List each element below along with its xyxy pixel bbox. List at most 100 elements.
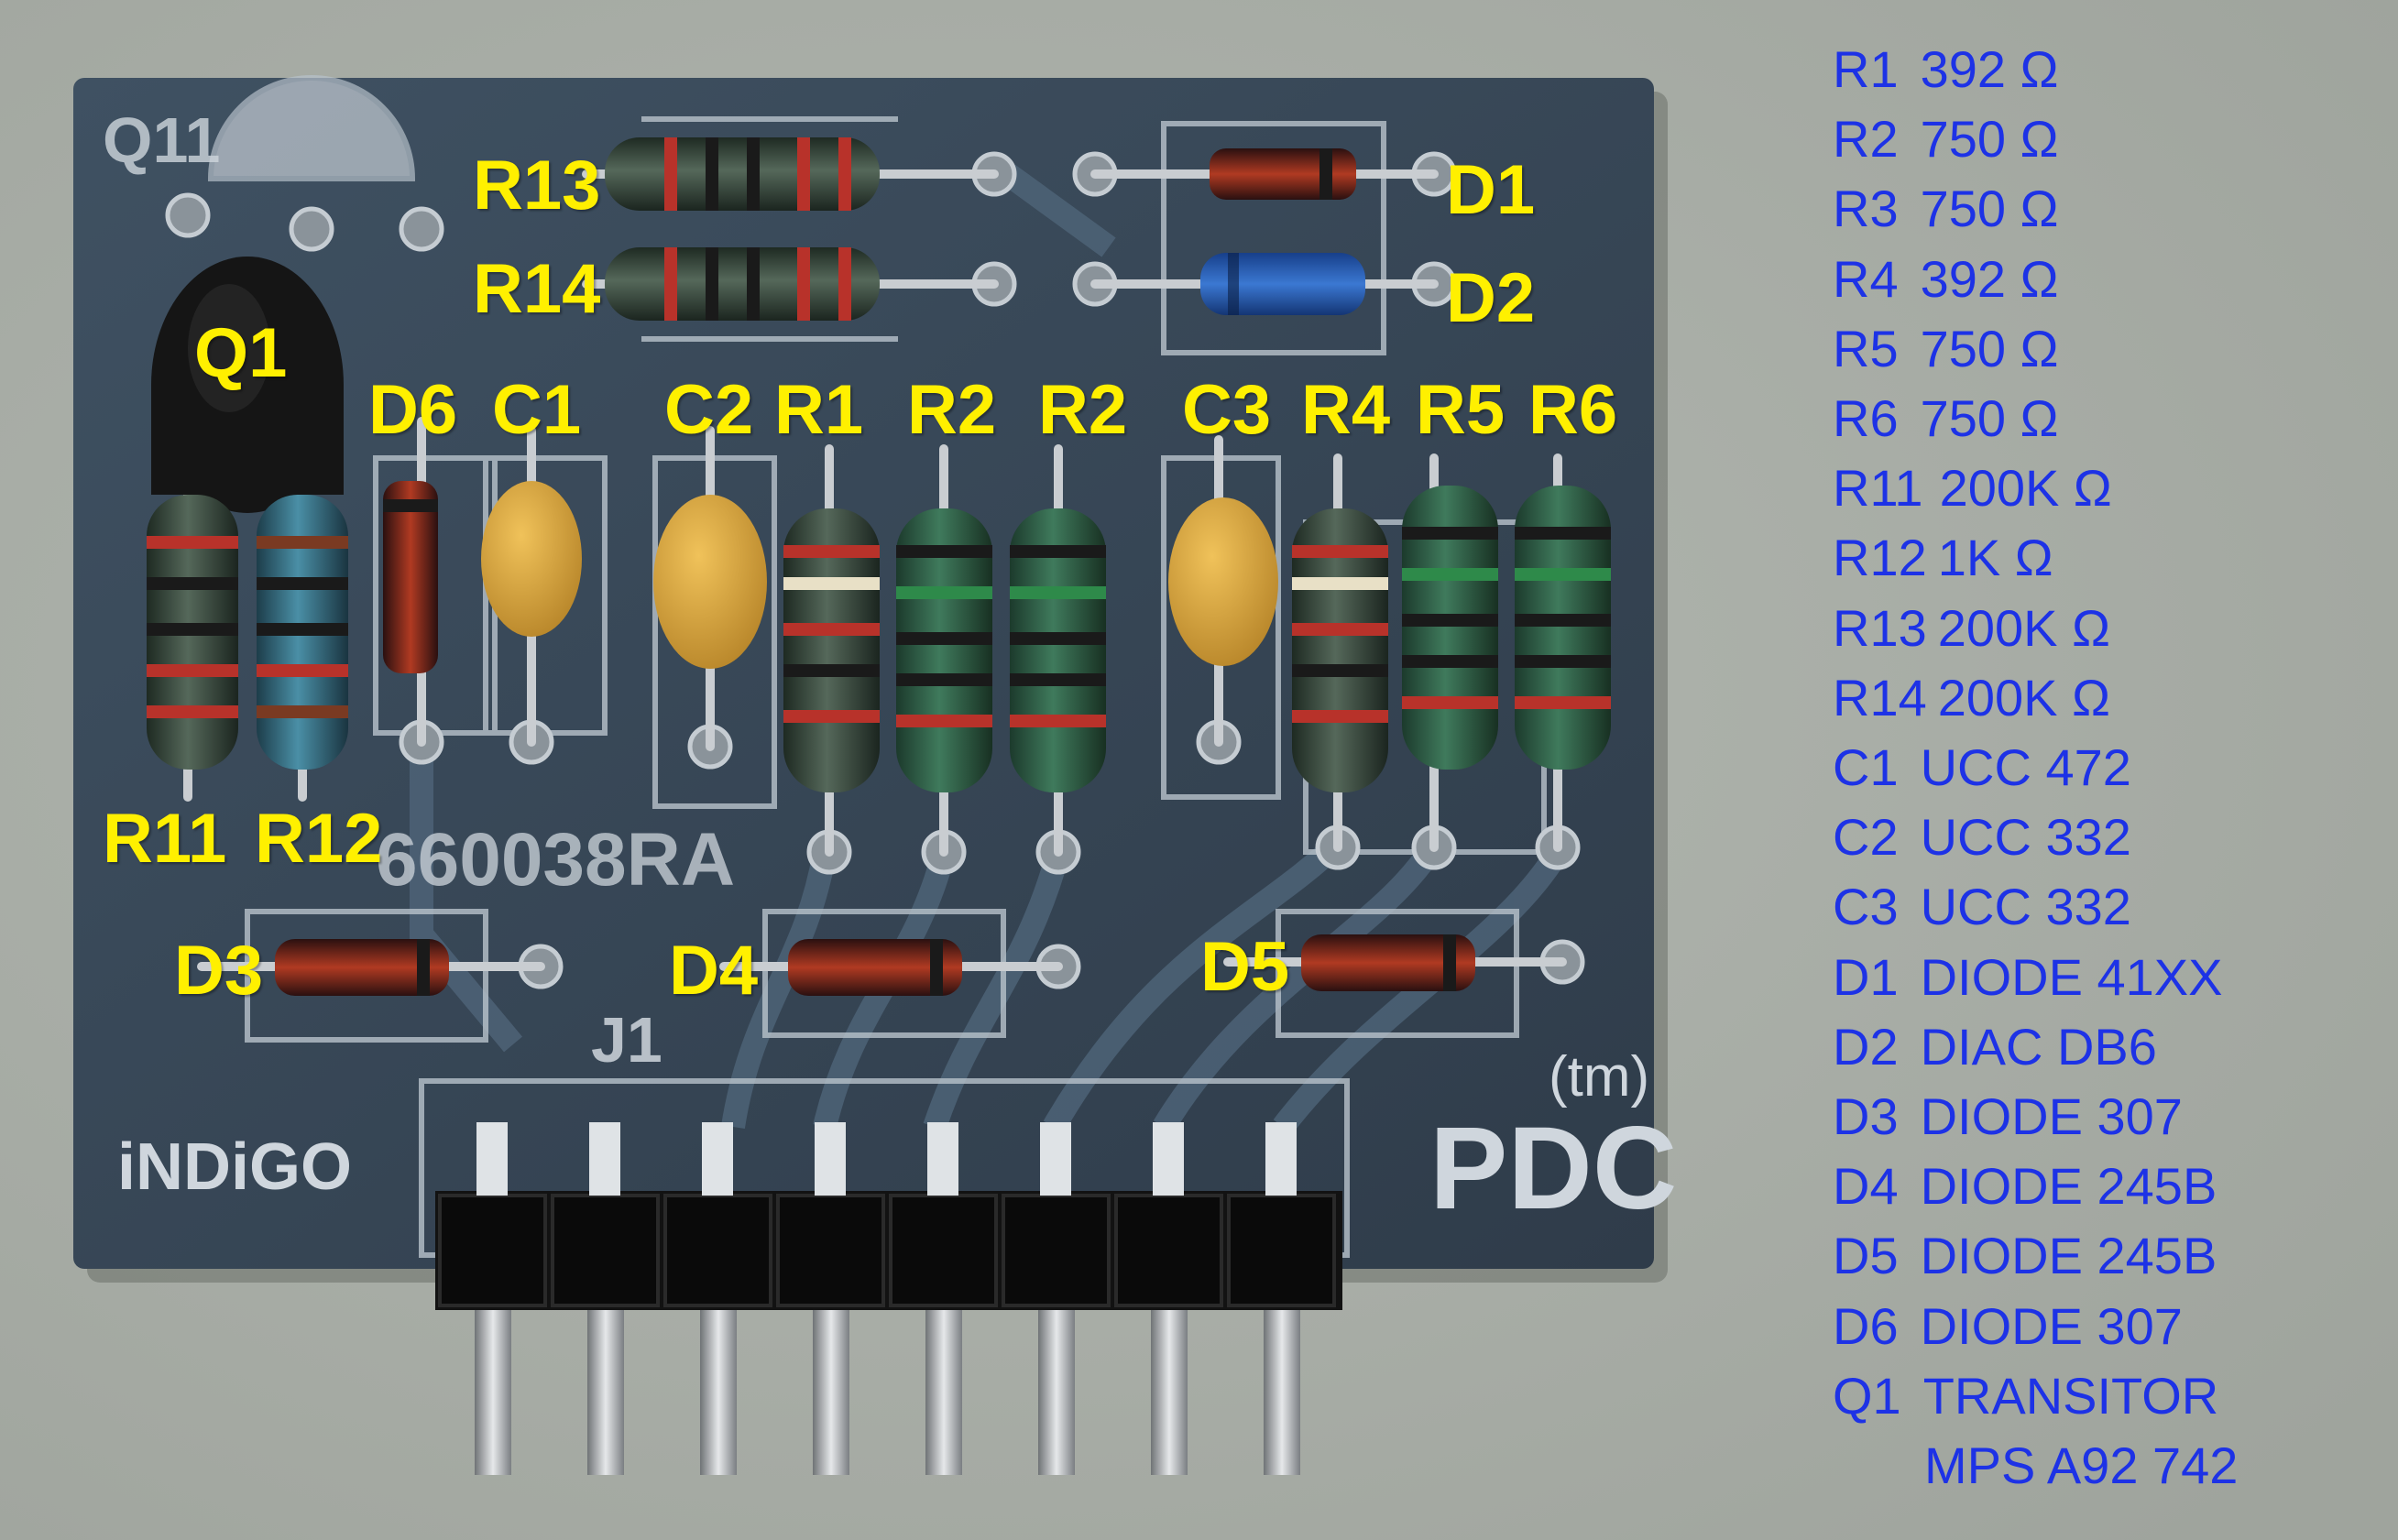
part-value: 200K Ω [1937,668,2110,726]
parts-list-item: D1 DIODE 41XX [1833,943,2238,1012]
parts-list-continuation: MPS A92 742 [1924,1436,2239,1495]
transistor-q1 [151,257,344,513]
part-value: DIODE 245B [1920,1157,2217,1216]
part-ref: R12 [1833,529,1927,587]
label-d6: D6 [368,371,458,449]
part-value: UCC 332 [1920,878,2131,936]
diode-d1 [1210,148,1356,200]
capacitor-c2 [653,495,767,669]
label-r5: R5 [1416,371,1506,449]
part-value: 750 Ω [1920,110,2059,169]
part-value: TRANSITOR [1922,1366,2219,1425]
label-r4: R4 [1301,371,1391,449]
part-value: DIODE 245B [1920,1227,2217,1285]
part-value: 750 Ω [1920,319,2059,377]
label-d5: D5 [1200,928,1290,1006]
parts-list-item: R11 200K Ω [1833,453,2238,523]
part-ref: R11 [1833,459,1923,518]
resistor-r14 [605,247,880,321]
part-ref: D5 [1833,1227,1899,1285]
capacitor-c1 [481,481,582,637]
diode-d4 [788,939,962,996]
part-value: 200K Ω [1939,459,2112,518]
parts-list-item: C1 UCC 472 [1833,733,2238,803]
part-value: 1K Ω [1937,529,2053,587]
resistor-r4 [1292,508,1388,792]
part-ref: D2 [1833,1017,1899,1076]
silk-j1: J1 [591,1004,662,1076]
diode-d6 [383,481,438,673]
label-d1: D1 [1446,151,1536,229]
part-value: DIODE 307 [1920,1087,2183,1146]
part-ref: C2 [1833,808,1899,867]
part-value: DIODE 307 [1920,1296,2183,1355]
part-value: 392 Ω [1920,40,2059,98]
part-ref: C1 [1833,738,1899,797]
part-value: DIODE 41XX [1920,947,2223,1006]
part-value: 392 Ω [1920,249,2059,308]
part-value: UCC 472 [1920,738,2131,797]
label-r2-a: R2 [907,371,997,449]
part-value: 750 Ω [1920,389,2059,448]
silk-part-number: 660038RA [376,818,736,901]
parts-list-item: R3 750 Ω [1833,174,2238,244]
silk-brand: iNDiGO [117,1130,353,1204]
label-d3: D3 [174,932,264,1010]
label-q1: Q1 [194,314,288,392]
diac-d2 [1200,253,1365,315]
resistor-r11 [147,495,238,770]
part-value: 750 Ω [1920,180,2059,238]
part-ref: D3 [1833,1087,1899,1146]
resistor-r12 [257,495,348,770]
capacitor-c3 [1168,497,1278,666]
part-ref: D1 [1833,947,1899,1006]
part-ref: D4 [1833,1157,1899,1216]
part-ref: R2 [1833,110,1899,169]
parts-list-item: R6 750 Ω [1833,384,2238,453]
resistor-r6 [1515,486,1611,770]
label-r11: R11 [103,800,227,878]
parts-list-item: R2 750 Ω [1833,104,2238,174]
part-value: UCC 332 [1920,808,2131,867]
label-r2-b: R2 [1038,371,1128,449]
resistor-r1 [783,508,880,792]
diode-d5 [1301,934,1475,991]
label-r14: R14 [473,250,601,328]
resistor-r2 [896,508,992,792]
label-d4: D4 [669,932,759,1010]
resistor-r13 [605,137,880,211]
part-value: 200K Ω [1937,598,2110,657]
label-c2: C2 [664,371,754,449]
parts-list-item: R1 392 Ω [1833,35,2238,104]
label-r6: R6 [1528,371,1618,449]
label-r13: R13 [473,147,601,224]
resistor-r5 [1402,486,1498,770]
parts-list-item: D5 DIODE 245B [1833,1221,2238,1291]
parts-list-item: D3 DIODE 307 [1833,1082,2238,1152]
silk-pdc: PDC [1429,1103,1678,1234]
parts-list-item: D6 DIODE 307 [1833,1292,2238,1361]
part-ref: R14 [1833,668,1927,726]
label-d2: D2 [1446,259,1536,337]
label-r1: R1 [774,371,864,449]
diode-d3 [275,939,449,996]
header-j1 [435,1122,1342,1475]
part-ref: D6 [1833,1296,1899,1355]
resistor-r3 [1010,508,1106,792]
part-ref: R3 [1833,180,1899,238]
label-c3: C3 [1182,371,1272,449]
label-c1: C1 [492,371,582,449]
part-ref: R1 [1833,40,1899,98]
pcb-traces [410,164,1569,1134]
part-ref: Q1 [1833,1366,1901,1425]
part-ref: R6 [1833,389,1899,448]
parts-list-item: D4 DIODE 245B [1833,1152,2238,1221]
label-r12: R12 [255,800,383,878]
